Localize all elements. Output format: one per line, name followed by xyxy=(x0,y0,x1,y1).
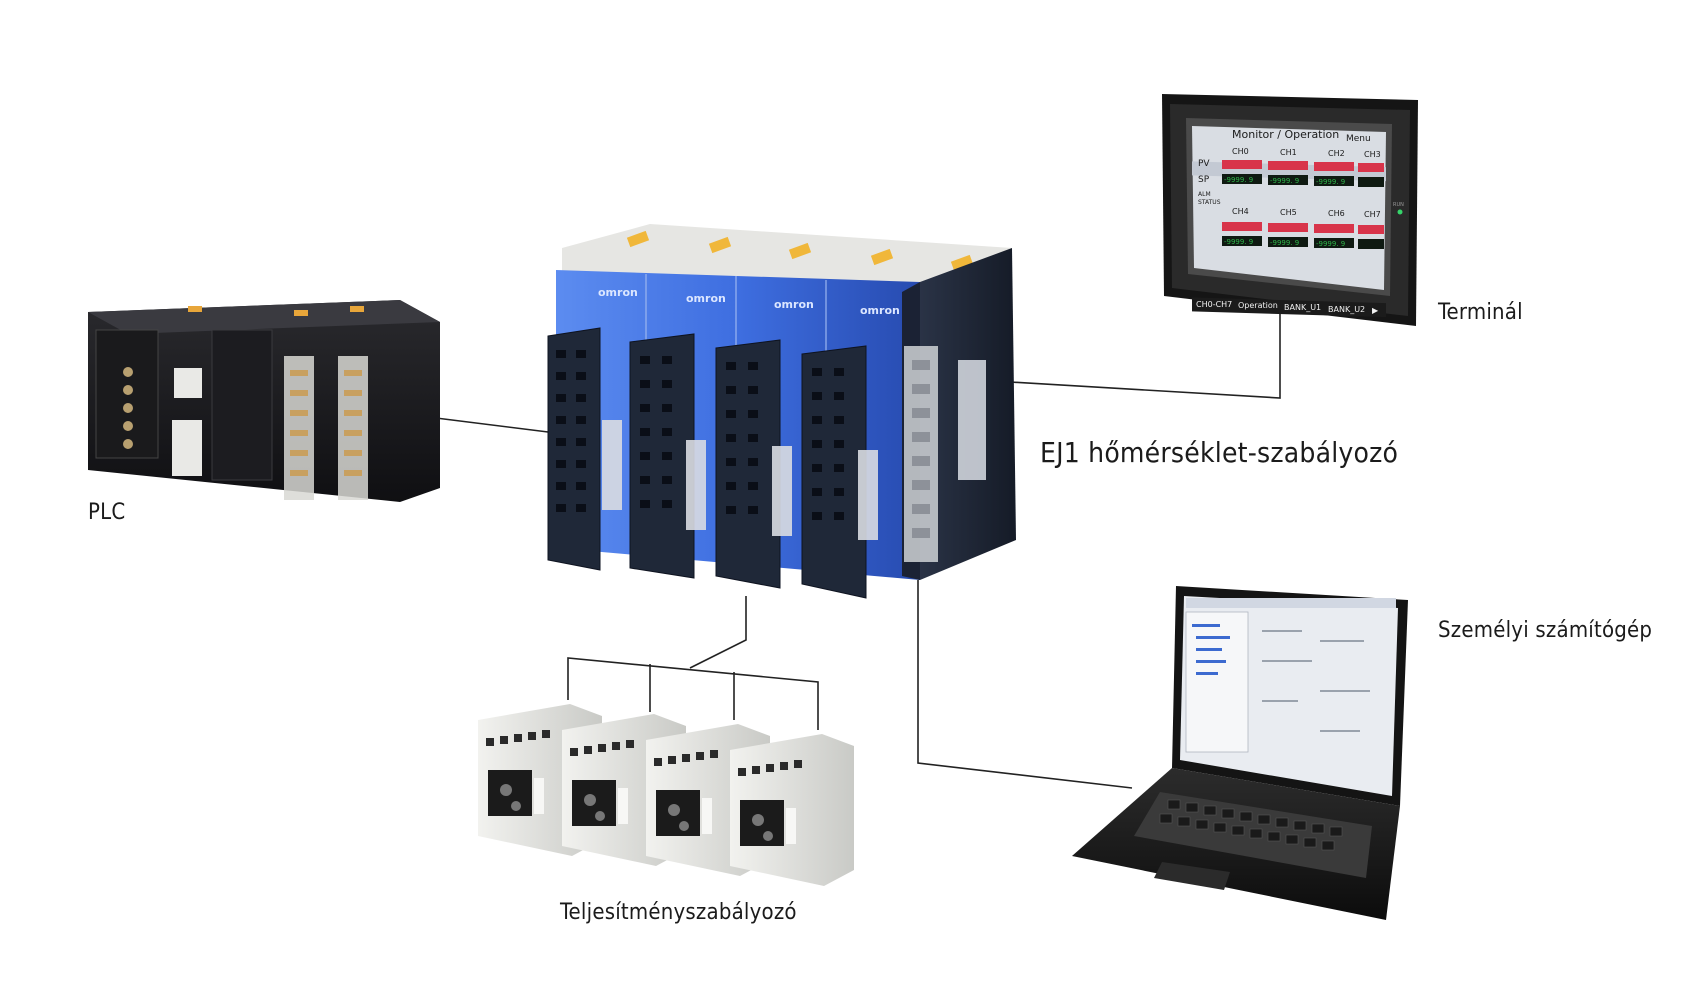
hmi-footer-operation[interactable]: Operation xyxy=(1238,301,1278,310)
hmi-footer-bank-u1[interactable]: BANK_U1 xyxy=(1284,303,1321,312)
label-pc: Személyi számítógép xyxy=(1438,618,1653,643)
label-ej1-controller: EJ1 hőmérséklet-szabályozó xyxy=(1040,436,1399,469)
module-brand-2: omron xyxy=(686,292,726,305)
hmi-pv-cells xyxy=(1222,160,1384,234)
module-brand-3: omron xyxy=(774,298,814,311)
hmi-sp-4: -9999. 9 xyxy=(1224,238,1253,246)
hmi-ch-6: CH6 xyxy=(1328,209,1345,218)
plc-device xyxy=(88,300,440,502)
hmi-sp-1: -9999. 9 xyxy=(1270,177,1299,185)
hmi-title: Monitor / Operation xyxy=(1232,128,1339,141)
hmi-row-pv: PV xyxy=(1198,159,1210,169)
connection-lines xyxy=(435,310,1281,789)
label-power-controller: Teljesítményszabályozó xyxy=(560,900,797,925)
hmi-sp-2: -9999. 9 xyxy=(1316,178,1345,186)
hmi-ch-4: CH4 xyxy=(1232,207,1249,216)
hmi-ch-2: CH2 xyxy=(1328,149,1345,158)
terminal-device: Monitor / Operation Menu PV SP ALM STATU… xyxy=(1162,94,1418,326)
label-plc: PLC xyxy=(88,500,126,525)
hmi-row-alm: ALM xyxy=(1198,191,1211,198)
module-brand-4: omron xyxy=(860,304,900,317)
module-brand-1: omron xyxy=(598,286,638,299)
hmi-footer-bank-u2[interactable]: BANK_U2 xyxy=(1328,305,1365,314)
hmi-menu[interactable]: Menu xyxy=(1346,134,1371,144)
hmi-sp-0: -9999. 9 xyxy=(1224,176,1253,184)
hmi-ch-1: CH1 xyxy=(1280,148,1297,157)
power-controller-4 xyxy=(730,734,854,886)
hmi-sp-6: -9999. 9 xyxy=(1316,240,1345,248)
ej1-controller-device: omron omron omron omron xyxy=(547,224,1016,599)
line-power-bus xyxy=(567,657,819,730)
line-controller-terminal xyxy=(1009,310,1281,399)
power-controller-devices xyxy=(478,704,854,886)
pc-device xyxy=(1072,586,1408,920)
label-terminal: Terminál xyxy=(1438,300,1523,325)
hmi-ch-7: CH7 xyxy=(1364,210,1381,219)
hmi-run-label: RUN xyxy=(1393,202,1404,208)
hmi-footer-next[interactable]: ▶ xyxy=(1372,306,1379,315)
hmi-ch-5: CH5 xyxy=(1280,208,1297,217)
hmi-row-sp: SP xyxy=(1198,175,1210,185)
line-controller-power xyxy=(689,596,747,669)
line-plc-controller xyxy=(435,417,549,433)
hmi-ch-0: CH0 xyxy=(1232,147,1249,156)
hmi-ch-3: CH3 xyxy=(1364,150,1381,159)
hmi-sp-cells xyxy=(1222,174,1384,249)
line-controller-pc xyxy=(917,580,1133,789)
hmi-row-status: STATUS xyxy=(1198,199,1221,206)
hmi-footer-ch[interactable]: CH0-CH7 xyxy=(1196,300,1232,309)
hmi-sp-5: -9999. 9 xyxy=(1270,239,1299,247)
hmi-run-led-icon xyxy=(1397,209,1403,215)
